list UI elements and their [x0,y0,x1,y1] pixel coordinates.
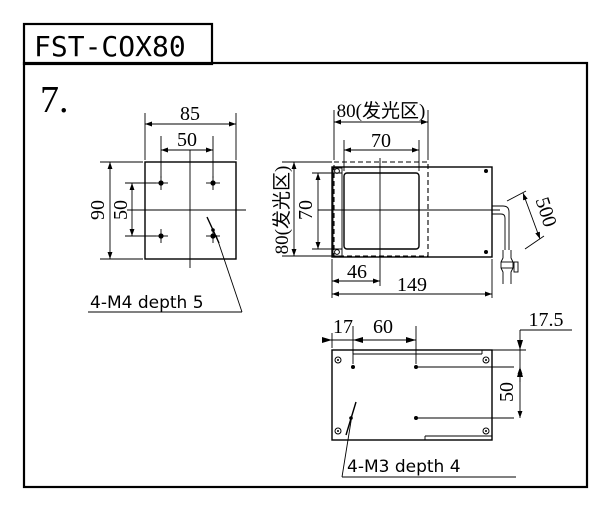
bottom-callout-leader [341,414,353,478]
tapped-hole [351,365,355,369]
dim-inner-height: 70 [295,200,317,220]
dim-front-width-outer: 85 [180,103,200,125]
title-tab [22,22,214,66]
dim-emit-width: 80(发光区) [337,100,426,122]
dim-bottom-edge: 17 [333,316,353,338]
dim-front-height-outer: 90 [87,200,109,220]
front-view: 85 50 90 50 4-M4 depth 5 [87,103,246,313]
dim-length: 149 [397,274,427,296]
front-callout-leader [215,234,243,313]
drawing-frame [22,22,589,489]
cable [492,205,519,284]
emitting-area-outline [333,161,429,257]
dim-cable-length: 500 [531,194,561,229]
screw [334,249,340,255]
model-title: FST-COX80 [34,30,186,63]
front-mounting-holes [154,176,220,243]
bottom-callout: 4-M3 depth 4 [347,457,461,477]
dim-bottom-height: 50 [496,382,518,402]
top-view: 500 80(发光区) 70 80(发光区) 70 46 149 [271,100,561,298]
figure-number: 7. [40,79,69,121]
screw [484,250,488,254]
dim-bottom-right: 17.5 [529,309,564,331]
bottom-corner-screws [334,356,490,435]
dim-offset: 46 [347,261,367,283]
dim-front-width-inner: 50 [177,129,197,151]
bottom-view: 17 60 17.5 50 4-M3 depth 4 [322,309,572,478]
dim-emit-height: 80(发光区) [271,166,293,255]
dim-line-500 [522,192,541,240]
front-view-body [144,161,237,260]
front-callout: 4-M4 depth 5 [90,293,204,313]
dim-bottom-pitch: 60 [373,316,393,338]
screw [484,169,488,173]
dim-inner-width: 70 [371,130,391,152]
bottom-tapped-holes [351,326,514,420]
top-corner-screws [334,168,488,255]
dim-front-height-inner: 50 [110,200,132,220]
emitting-window [343,172,420,250]
top-view-end-cap [332,167,343,257]
bottom-view-body [331,349,493,441]
top-view-body [331,166,493,258]
